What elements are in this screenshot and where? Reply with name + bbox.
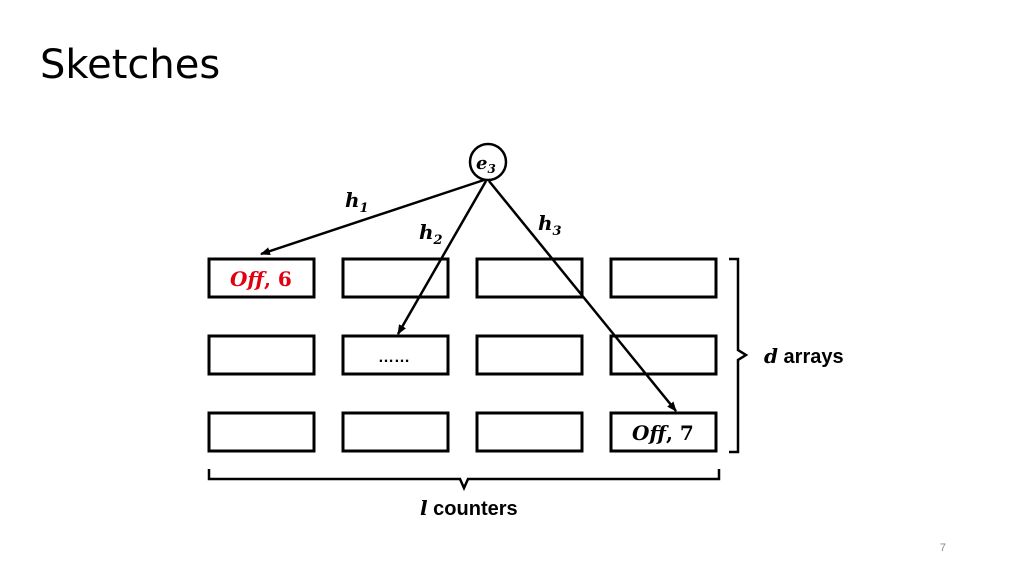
counter-cell-r1c1: [207, 257, 316, 299]
cell-r2c2-value: ……: [378, 349, 410, 366]
hash-label-h3: h3: [538, 211, 562, 239]
counter-cell-r3c4: [609, 411, 718, 453]
slide-title: Sketches: [40, 42, 221, 88]
arrays-brace: [729, 257, 749, 454]
counter-cell-r2c3: [475, 334, 584, 376]
cell-r3c4-value: Off, 7: [632, 421, 694, 445]
counter-cell-r1c2: [341, 257, 450, 299]
counter-cell-r3c3: [475, 411, 584, 453]
hash-arrow-h1: [260, 178, 485, 256]
hash-label-h2: h2: [419, 220, 443, 248]
counter-cell-r1c3: [475, 257, 584, 299]
arrays-label: d arrays: [764, 344, 844, 368]
hash-arrow-h2: [396, 180, 488, 335]
element-node: [468, 142, 508, 182]
counter-cell-r2c1: [207, 334, 316, 376]
hash-arrow-h3: [488, 180, 677, 412]
counter-cell-r1c4: [609, 257, 718, 299]
cell-r1c1-value: Off, 6: [230, 267, 292, 291]
counter-cell-r2c2: [341, 334, 450, 376]
counters-label: l counters: [420, 496, 518, 520]
counter-cell-r3c2: [341, 411, 450, 453]
page-number: 7: [939, 542, 946, 554]
hash-label-h1: h1: [345, 188, 369, 216]
element-label: e3: [476, 153, 496, 176]
counters-brace: [207, 469, 721, 492]
counter-cell-r2c4: [609, 334, 718, 376]
counter-cell-r3c1: [207, 411, 316, 453]
counter-grid: [207, 257, 718, 453]
